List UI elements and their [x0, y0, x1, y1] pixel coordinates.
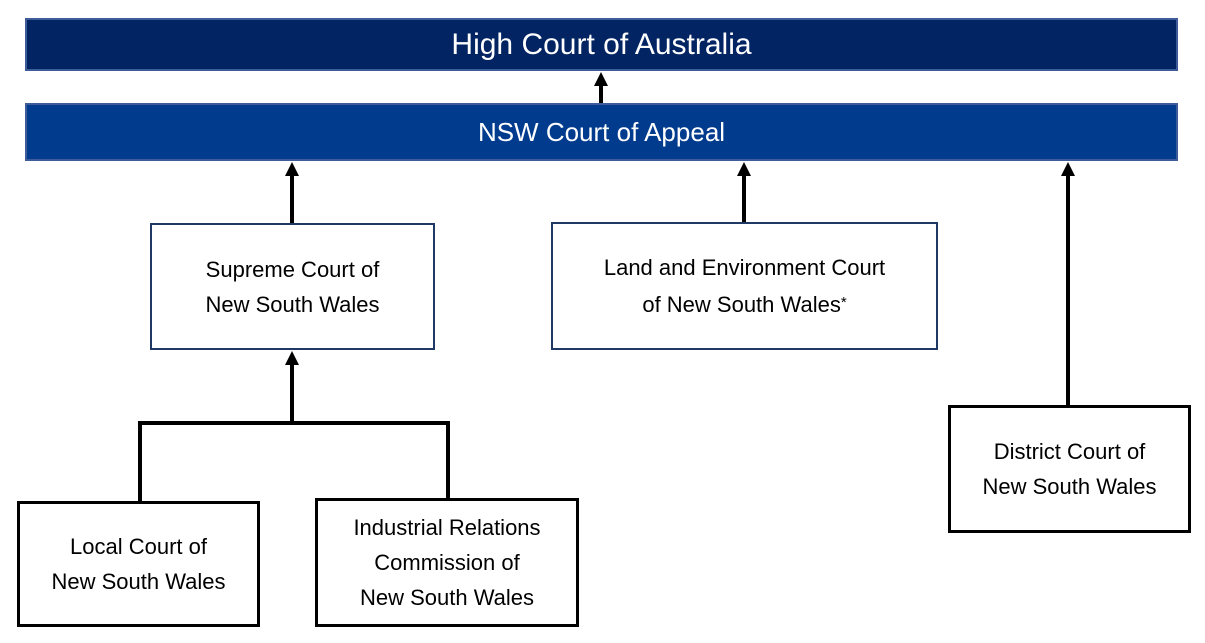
nsw-court-of-appeal-label: NSW Court of Appeal [477, 116, 726, 147]
industrial-relations-commission-box: Industrial Relations Commission of New S… [315, 498, 579, 627]
industrial-relations-line-3: New South Wales [359, 585, 535, 610]
footnote-asterisk: * [840, 294, 847, 311]
district-court-line-1: District Court of [993, 439, 1146, 464]
arrow-landenv-to-appeal [737, 162, 751, 222]
arrow-supreme-to-appeal [285, 162, 299, 223]
high-court-of-australia-banner: High Court of Australia [25, 18, 1178, 71]
district-court-box: District Court of New South Wales [948, 405, 1191, 533]
nsw-court-of-appeal-banner: NSW Court of Appeal [25, 103, 1178, 161]
arrow-appeal-to-high-court [594, 72, 608, 103]
land-environment-court-line-1: Land and Environment Court [603, 255, 886, 280]
supreme-court-box: Supreme Court of New South Wales [150, 223, 435, 350]
arrow-district-to-appeal [1061, 162, 1075, 405]
connector-elbow-lower-courts [138, 351, 450, 501]
high-court-of-australia-label: High Court of Australia [451, 27, 752, 61]
land-environment-court-line-2-text: of New South Wales [642, 292, 841, 317]
local-court-box: Local Court of New South Wales [17, 501, 260, 627]
local-court-line-2: New South Wales [51, 569, 226, 594]
supreme-court-line-1: Supreme Court of [205, 256, 380, 282]
land-environment-court-box: Land and Environment Court of New South … [551, 222, 938, 350]
land-environment-court-line-2: of New South Wales* [642, 285, 846, 322]
district-court-line-2: New South Wales [982, 474, 1157, 499]
industrial-relations-line-2: Commission of [374, 550, 520, 575]
supreme-court-line-2: New South Wales [205, 291, 380, 317]
local-court-line-1: Local Court of [70, 534, 207, 559]
industrial-relations-line-1: Industrial Relations [353, 515, 541, 540]
